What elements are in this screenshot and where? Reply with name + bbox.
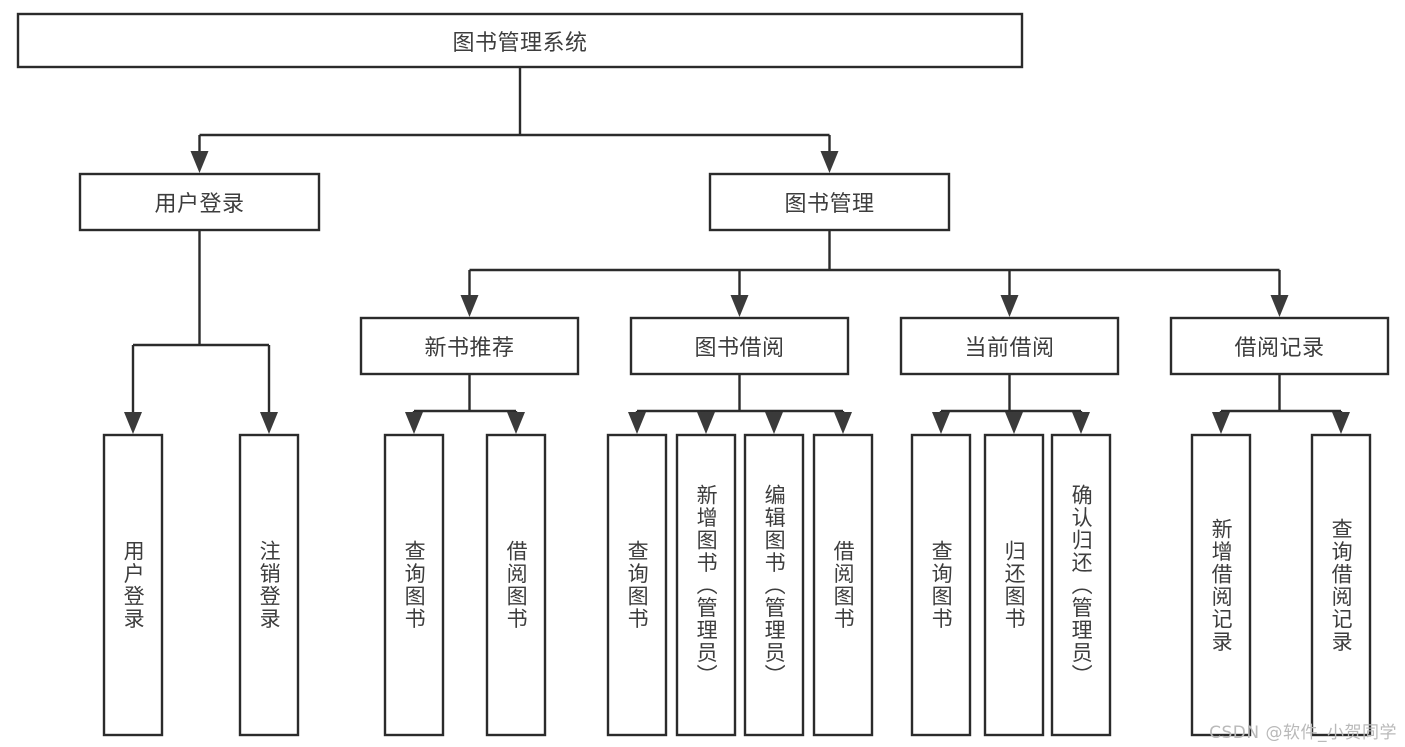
arrow-head-icon-leaf-add-book-admin: [697, 412, 715, 434]
arrow-head-icon-leaf-confirm-return-admin: [1072, 412, 1090, 434]
node-box-leaf-borrow-book[interactable]: [812, 433, 874, 737]
node-box-leaf-query-book-rec[interactable]: [383, 433, 445, 737]
arrow-head-icon-borrow-record: [1270, 295, 1289, 317]
node-box-borrow-record[interactable]: [1169, 316, 1390, 376]
connectors-layer: [124, 67, 1350, 434]
node-box-leaf-user-logout[interactable]: [238, 433, 300, 737]
arrow-head-icon-leaf-query-book-borrow: [628, 412, 646, 434]
node-box-book-borrow[interactable]: [629, 316, 850, 376]
node-box-leaf-query-borrow-record[interactable]: [1310, 433, 1372, 737]
arrow-head-icon-leaf-query-book-rec: [405, 412, 423, 434]
node-box-leaf-edit-book-admin[interactable]: [743, 433, 805, 737]
node-box-user-login[interactable]: [78, 172, 321, 232]
node-box-book-management[interactable]: [708, 172, 951, 232]
arrow-head-icon-book-borrow: [730, 295, 749, 317]
arrow-head-icon-leaf-user-login: [124, 412, 142, 434]
node-box-leaf-user-login[interactable]: [102, 433, 164, 737]
node-box-leaf-add-borrow-record[interactable]: [1190, 433, 1252, 737]
arrow-head-icon-leaf-query-borrow-record: [1332, 412, 1350, 434]
node-box-root[interactable]: [16, 12, 1024, 69]
node-box-leaf-query-book-cur[interactable]: [910, 433, 972, 737]
arrow-head-icon-leaf-borrow-book: [834, 412, 852, 434]
boxes-layer: [16, 12, 1390, 737]
node-box-leaf-borrow-book-rec[interactable]: [485, 433, 547, 737]
node-box-leaf-add-book-admin[interactable]: [675, 433, 737, 737]
arrow-head-icon-leaf-borrow-book-rec: [507, 412, 525, 434]
node-box-leaf-return-book[interactable]: [983, 433, 1045, 737]
node-box-leaf-query-book-borrow[interactable]: [606, 433, 668, 737]
arrow-head-icon-leaf-user-logout: [260, 412, 278, 434]
node-box-leaf-confirm-return-admin[interactable]: [1050, 433, 1112, 737]
arrow-head-icon-leaf-add-borrow-record: [1212, 412, 1230, 434]
arrow-head-icon-current-borrow: [1000, 295, 1019, 317]
arrow-head-icon-book-management: [820, 151, 839, 173]
watermark-text: CSDN @软件_小贺同学: [1209, 723, 1397, 743]
arrow-head-icon-leaf-return-book: [1005, 412, 1023, 434]
node-box-new-book-recommend[interactable]: [359, 316, 580, 376]
arrow-head-icon-leaf-query-book-cur: [932, 412, 950, 434]
arrow-head-icon-leaf-edit-book-admin: [765, 412, 783, 434]
node-box-current-borrow[interactable]: [899, 316, 1120, 376]
arrow-head-icon-user-login: [190, 151, 209, 173]
arrow-head-icon-new-book-recommend: [460, 295, 479, 317]
